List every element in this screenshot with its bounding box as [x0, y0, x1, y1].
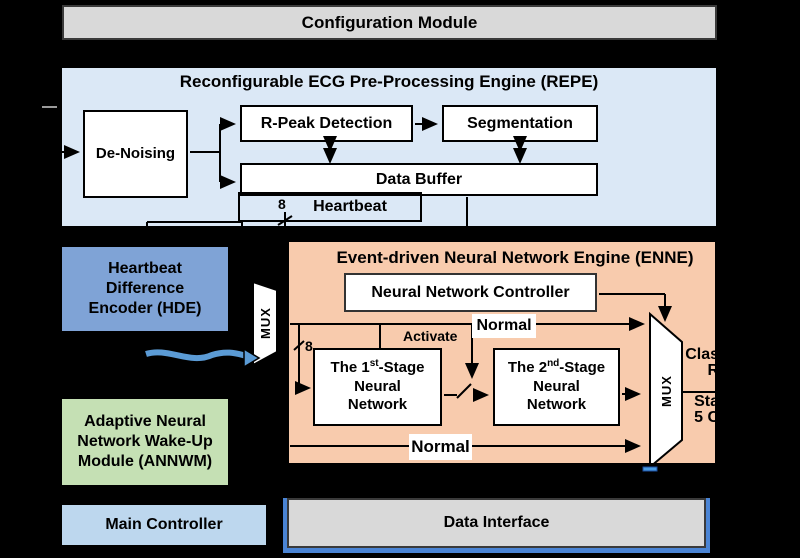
blue-artifact — [642, 466, 658, 472]
annwm-line-3: Module (ANNWM) — [77, 453, 213, 470]
enne-title: Event-driven Neural Network Engine (ENNE… — [336, 248, 694, 267]
left-edge-tick — [42, 106, 57, 108]
hde-line-2: Difference — [105, 280, 185, 297]
hde-line-1: Heartbeat — [108, 260, 182, 277]
normal-top-label: Normal — [472, 314, 536, 338]
nn-controller-block: Neural Network Controller — [344, 273, 597, 312]
repe-block: Reconfigurable ECG Pre-Processing Engine… — [60, 66, 718, 229]
nn-stage1-block: The 1st-Stage Neural Network — [313, 348, 442, 426]
annwm-line-2: Network Wake-Up — [77, 433, 213, 450]
data-buffer-label: Data Buffer — [375, 170, 463, 188]
swoosh-arrow-head — [243, 347, 261, 369]
nn-stage1-line-1: The 1st-Stage — [330, 357, 425, 376]
output-label-line-4: 5 C — [694, 409, 717, 426]
data-buffer-block: Data Buffer — [240, 163, 598, 196]
de-noising-label: De-Noising — [95, 144, 176, 162]
nn-stage1-line-3: Network — [347, 396, 408, 414]
main-controller-label: Main Controller — [105, 516, 223, 533]
enne-block: Event-driven Neural Network Engine (ENNE… — [287, 240, 717, 465]
configuration-module-label: Configuration Module — [301, 12, 478, 32]
enne-bus-width-label: 8 — [305, 338, 313, 354]
annwm-block: Adaptive Neural Network Wake-Up Module (… — [60, 397, 230, 487]
normal-bottom-label: Normal — [409, 434, 472, 460]
output-label-line-3: Sta — [694, 393, 717, 410]
data-interface-frame: Data Interface — [283, 498, 710, 553]
segmentation-block: Segmentation — [442, 105, 598, 142]
swoosh-arrow-body — [145, 349, 248, 362]
annwm-line-1: Adaptive Neural — [84, 413, 206, 430]
r-peak-detection-block: R-Peak Detection — [240, 105, 413, 142]
activate-label: Activate — [403, 328, 458, 344]
configuration-module-block: Configuration Module — [62, 5, 717, 40]
left-mux-label: MUX — [257, 307, 273, 339]
r-peak-detection-label: R-Peak Detection — [260, 114, 393, 132]
mux-output-label-top: Clas R — [677, 346, 717, 379]
data-interface-block: Data Interface — [287, 498, 706, 548]
nn-stage2-line-3: Network — [526, 396, 587, 414]
de-noising-block: De-Noising — [83, 110, 188, 198]
hde-line-3: Encoder (HDE) — [88, 300, 202, 317]
data-interface-label: Data Interface — [443, 514, 550, 531]
nn-stage1-line-2: Neural — [354, 377, 401, 395]
main-controller-block: Main Controller — [60, 503, 268, 547]
output-label-line-2: R — [677, 363, 715, 379]
repe-title: Reconfigurable ECG Pre-Processing Engine… — [179, 72, 599, 91]
nn-controller-label: Neural Network Controller — [371, 283, 570, 301]
nn-stage2-line-2: Neural — [533, 377, 580, 395]
heartbeat-bus-label: Heartbeat — [313, 198, 387, 215]
heartbeat-bus-label-box: Heartbeat — [238, 192, 422, 222]
segmentation-label: Segmentation — [467, 114, 573, 132]
swoosh-shadow — [145, 353, 248, 366]
repe-bus-width-label: 8 — [278, 196, 286, 212]
hde-block: Heartbeat Difference Encoder (HDE) — [60, 245, 230, 333]
output-label-line-1: Clas — [685, 346, 717, 363]
nn-stage2-block: The 2nd-Stage Neural Network — [493, 348, 620, 426]
mux-output-label-bottom: Sta 5 C — [677, 393, 717, 426]
nn-stage2-line-1: The 2nd-Stage — [507, 357, 606, 376]
